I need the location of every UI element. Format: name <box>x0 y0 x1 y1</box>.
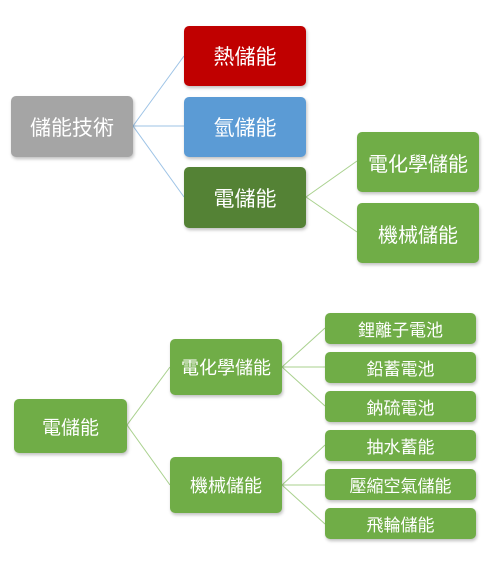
node-electrochemical-storage: 電化學儲能 <box>357 132 479 192</box>
node-electric-storage-root: 電儲能 <box>14 399 127 453</box>
node-electrochemical: 電化學儲能 <box>170 339 282 395</box>
connector-mech-flywheel <box>281 484 326 525</box>
node-electric-storage: 電儲能 <box>184 167 306 228</box>
node-lithium-ion-battery: 鋰離子電池 <box>325 313 476 344</box>
connector-root-electrochemical <box>126 366 171 426</box>
node-thermal-storage: 熱儲能 <box>184 26 306 86</box>
tree1-connectors <box>132 55 358 233</box>
connector-root-thermal <box>132 55 185 127</box>
connector-electric-mechanical <box>305 196 358 233</box>
node-hydrogen-storage: 氫儲能 <box>184 97 306 157</box>
node-lead-acid-battery: 鉛蓄電池 <box>325 352 476 383</box>
node-mechanical: 機械儲能 <box>170 457 282 513</box>
tree2-connectors <box>126 327 326 525</box>
node-mechanical-storage: 機械儲能 <box>357 203 479 263</box>
connector-mech-pumped <box>281 444 326 486</box>
connector-root-electric <box>132 125 185 198</box>
node-sodium-sulfur-battery: 鈉硫電池 <box>325 391 476 422</box>
connector-ec-sodiumsulfur <box>281 366 326 407</box>
node-compressed-air: 壓縮空氣儲能 <box>325 469 476 500</box>
connector-electric-electrochemical <box>305 160 358 198</box>
node-flywheel: 飛輪儲能 <box>325 508 476 539</box>
connector-root-mechanical <box>126 424 171 486</box>
node-pumped-hydro: 抽水蓄能 <box>325 430 476 461</box>
node-energy-storage-technology: 儲能技術 <box>11 96 133 157</box>
connector-ec-liion <box>281 327 326 368</box>
